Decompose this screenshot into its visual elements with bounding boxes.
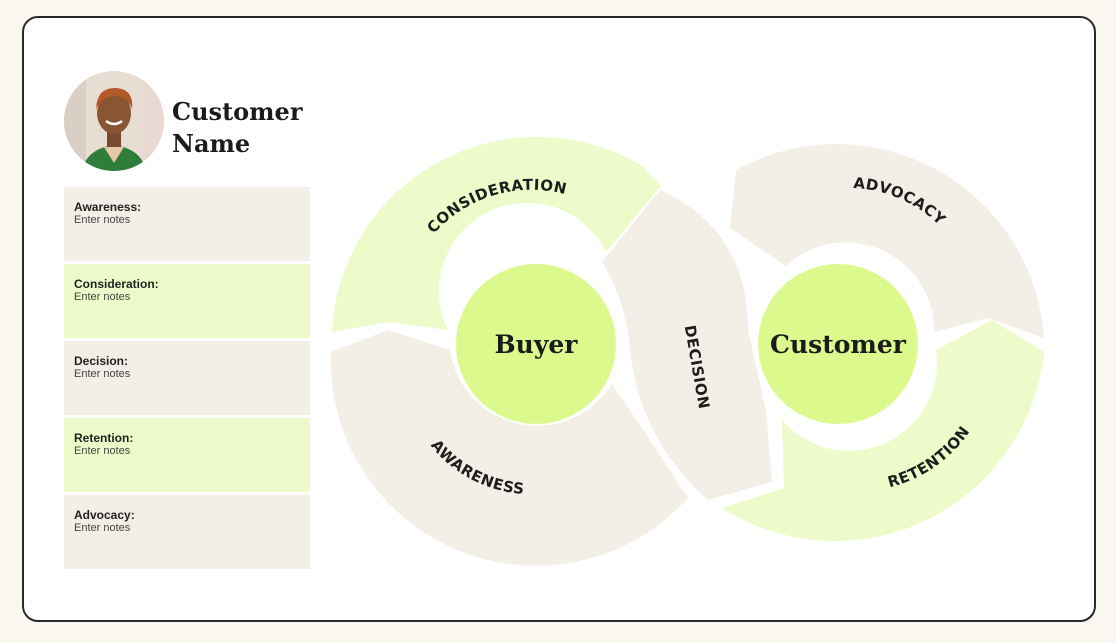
- note-text[interactable]: Enter notes: [74, 522, 131, 534]
- notes-panel: Awareness: Enter notes Consideration: En…: [64, 187, 310, 572]
- note-decision[interactable]: Decision: Enter notes: [64, 341, 310, 415]
- customer-name: Customer Name: [172, 96, 332, 160]
- segment-advocacy: [730, 144, 1044, 338]
- note-title: Advocacy:: [74, 508, 135, 522]
- note-consideration[interactable]: Consideration: Enter notes: [64, 264, 310, 338]
- customer-name-line1: Customer: [172, 97, 303, 126]
- note-awareness[interactable]: Awareness: Enter notes: [64, 187, 310, 261]
- note-title: Decision:: [74, 354, 129, 368]
- customer-label: Customer: [770, 330, 907, 359]
- customer-name-line2: Name: [172, 129, 251, 158]
- segment-consideration: [332, 136, 661, 332]
- note-text[interactable]: Enter notes: [74, 214, 131, 226]
- note-advocacy[interactable]: Advocacy: Enter notes: [64, 495, 310, 569]
- buyer-label: Buyer: [495, 330, 579, 359]
- segment-awareness: [330, 330, 688, 566]
- note-text[interactable]: Enter notes: [74, 445, 131, 457]
- note-retention[interactable]: Retention: Enter notes: [64, 418, 310, 492]
- note-title: Retention:: [74, 431, 134, 445]
- buyer-circle: [456, 264, 616, 424]
- segment-decision: [602, 190, 772, 500]
- note-title: Consideration:: [74, 277, 159, 291]
- note-title: Awareness:: [74, 200, 142, 214]
- note-text[interactable]: Enter notes: [74, 368, 131, 380]
- customer-circle: [758, 264, 918, 424]
- note-text[interactable]: Enter notes: [74, 291, 131, 303]
- segment-retention: [722, 320, 1044, 542]
- customer-avatar: [64, 71, 164, 171]
